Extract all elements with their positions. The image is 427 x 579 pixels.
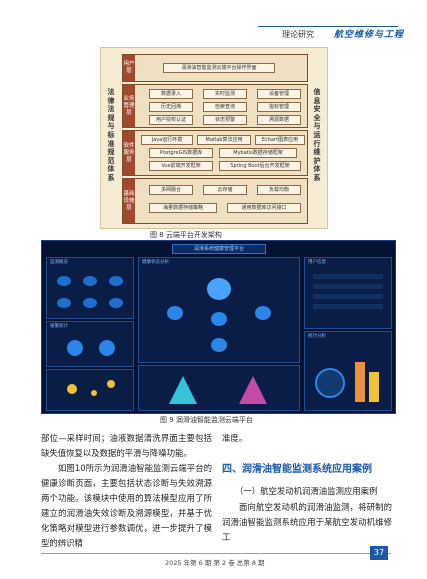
diagram-box: Vue前端开发框架: [149, 161, 213, 171]
diagram-box: 数据录入: [149, 89, 193, 99]
diagram-box: Java运行环境: [141, 135, 193, 145]
section-title: 理论研究: [282, 30, 314, 39]
diagram-box: 润滑油智能监测云端平台操作界面: [163, 63, 275, 73]
left-side-label: 法律法规与标准规范体系: [107, 88, 115, 182]
info-row: [313, 294, 383, 299]
subsection-heading: （一）航空发动机润滑油监测应用案例: [235, 486, 378, 496]
dashboard-panel: [46, 369, 134, 411]
dashboard-icon: [57, 298, 71, 308]
diagram-box: 检索查询: [203, 102, 247, 112]
issue-info: 2025 年第 6 期 第 2 卷 总第 8 期: [165, 559, 265, 567]
panel-title: 报警统计: [50, 324, 68, 329]
diagram-box: 历史回溯: [149, 102, 193, 112]
diagram-box: Echart图表应用: [255, 135, 305, 145]
dashboard-icon: [109, 276, 123, 286]
panel-title: 统计分析: [308, 334, 326, 339]
architecture-diagram: 法律法规与标准规范体系 信息安全与运行维护体系 用户层 润滑油智能监测云端平台操…: [100, 47, 328, 229]
section-heading: 四、润滑油智能监测系统应用案例: [222, 464, 372, 475]
body-left-column: 部位—采样时间；油液数据清洗界面主要包括缺失值恢复以及数据的平滑与降噪功能。 如…: [41, 431, 212, 551]
info-row: [313, 284, 383, 289]
dashboard-panel: 报警统计: [46, 321, 134, 367]
diagram-box: 通用数据库访问接口: [227, 203, 301, 213]
diagram-box: 海量数据存储策略: [149, 203, 217, 213]
diagram-box: PostgreGIS数据库: [149, 148, 213, 158]
diagram-box: 指标管理: [257, 102, 301, 112]
diagram-box: 云存储: [203, 185, 247, 195]
peak-graphic: [169, 376, 197, 404]
footer-rule: [41, 553, 391, 554]
software-layer: 软件服务层 Java运行环境 Matlab算法应用 Echart图表应用 Pos…: [122, 130, 308, 176]
dashboard-icon: [57, 276, 71, 286]
dashboard-panel: 用户信息: [304, 257, 392, 329]
info-row: [313, 304, 383, 309]
diagram-box: 多网融合: [149, 185, 193, 195]
layer-tag: 业务管理层: [123, 85, 135, 127]
page-number: 37: [370, 546, 388, 560]
business-layer: 业务管理层 数据录入 实时监测 设备管理 历史回溯 检索查询 指标管理 用户授权…: [122, 84, 308, 128]
dashboard-icon: [67, 384, 77, 394]
figure9-caption: 图 9 润滑油智能监测云端平台: [160, 416, 253, 424]
dashboard-title: 润滑系统健康管理平台: [172, 244, 266, 254]
dashboard-panel: [138, 365, 300, 411]
dashboard-icon: [107, 380, 115, 388]
layer-tag: 用户层: [123, 55, 135, 81]
panel-title: 用户信息: [308, 260, 326, 265]
dashboard-icon: [211, 338, 227, 352]
paragraph: 部位—采样时间；油液数据清洗界面主要包括缺失值恢复以及数据的平滑与降噪功能。: [41, 433, 212, 458]
info-row: [313, 274, 383, 279]
diagram-box: 设备管理: [257, 89, 301, 99]
figure8-caption: 图 8 云端平台开发架构: [150, 231, 222, 239]
bar-mark: [355, 362, 365, 402]
layer-tag: 软件服务层: [123, 131, 135, 175]
paragraph: 面向航空发动机的润滑油监测，将研制的润滑油智能监测系统应用于某航空发动机维修工: [222, 502, 392, 542]
dashboard-panel: 健康状态分析: [138, 257, 300, 363]
dashboard-icon: [167, 306, 183, 320]
diagram-box: Mybatis数据存储框架: [219, 148, 297, 158]
journal-name: 航空维修与工程: [334, 30, 405, 40]
dashboard-panel: 监测概览: [46, 257, 134, 319]
user-layer: 用户层 润滑油智能监测云端平台操作界面: [122, 54, 308, 82]
diagram-box: 负载均衡: [257, 185, 301, 195]
ring-graphic: [315, 368, 345, 398]
dashboard-icon: [207, 278, 231, 300]
dashboard-icon: [91, 390, 97, 396]
infrastructure-layer: 基础设施层 多网融合 云存储 负载均衡 海量数据存储策略 通用数据库访问接口: [122, 178, 308, 224]
dashboard-icon: [67, 340, 83, 356]
bar-mark: [369, 372, 379, 402]
layer-tag: 基础设施层: [123, 179, 135, 223]
header-rule: [258, 26, 398, 27]
right-side-label: 信息安全与运行维护体系: [313, 88, 321, 182]
diagram-box: 溯源数据: [257, 115, 301, 125]
panel-title: 监测概览: [50, 260, 68, 265]
dashboard-icon: [83, 298, 97, 308]
peak-graphic: [239, 376, 267, 404]
dashboard-icon: [255, 306, 271, 320]
dashboard-panel: 统计分析: [304, 331, 392, 411]
paragraph: 如图10所示为润滑油智能监测云端平台的健康诊断页面，主要包括状态诊断与失效溯源两…: [41, 463, 212, 548]
dashboard-screenshot: 润滑系统健康管理平台 监测概览 报警统计 健康状态分析 用户信息: [41, 240, 396, 414]
dashboard-icon: [109, 298, 123, 308]
diagram-box: 用户授权认证: [149, 115, 193, 125]
dashboard-icon: [83, 276, 97, 286]
panel-title: 健康状态分析: [142, 260, 169, 265]
diagram-box: Spring Boot后台开发框架: [219, 161, 301, 171]
dashboard-icon: [99, 340, 115, 356]
diagram-box: 实时监测: [203, 89, 247, 99]
diagram-box: Matlab算法应用: [197, 135, 251, 145]
diagram-box: 状态预警: [203, 115, 247, 125]
dashboard-icon: [211, 312, 227, 326]
body-right-continuation: 准度。: [222, 433, 248, 443]
